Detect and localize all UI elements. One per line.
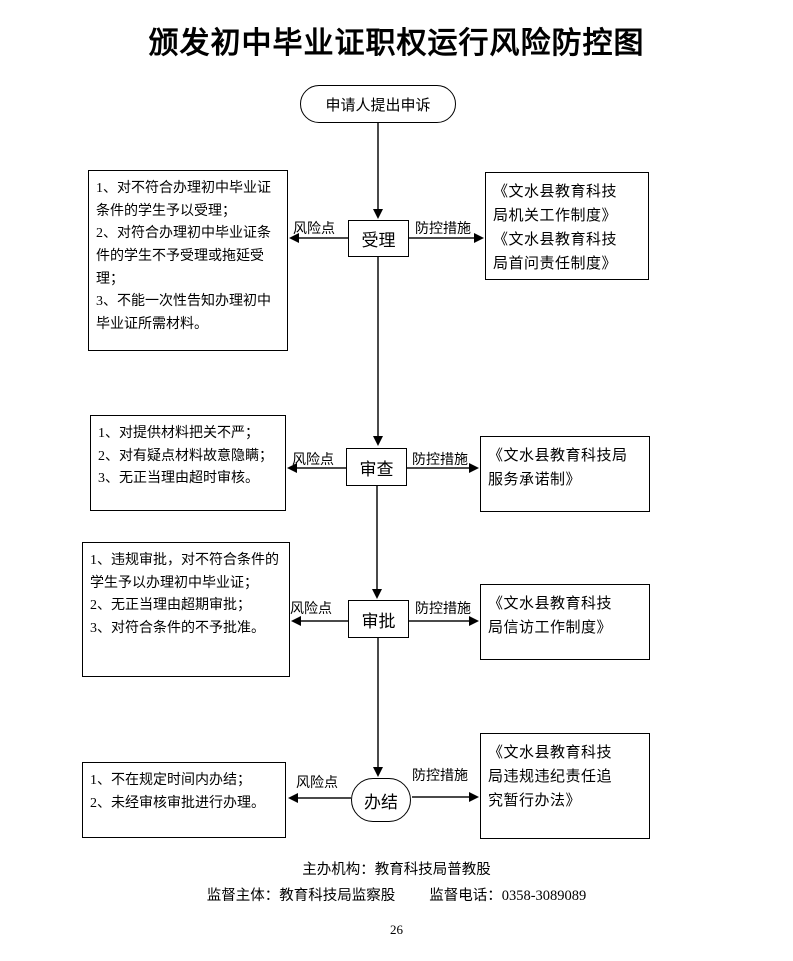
arrow-stem — [412, 796, 469, 798]
step-3-risk-box: 1、违规审批，对不符合条件的学生予以办理初中毕业证； 2、无正当理由超期审批； … — [82, 542, 290, 677]
arrowhead-down-icon — [372, 589, 382, 599]
step-4-measure-box: 《文水县教育科技 局违规违纪责任追 究暂行办法》 — [480, 733, 650, 839]
step-1-control-label: 防控措施 — [415, 222, 471, 237]
step-2-node: 审查 — [346, 448, 407, 486]
step-4-node: 办结 — [351, 778, 411, 822]
arrowhead-down-icon — [373, 436, 383, 446]
step-2-measure-box: 《文水县教育科技局 服务承诺制》 — [480, 436, 650, 512]
step-3-control-label: 防控措施 — [415, 602, 471, 617]
arrow-stem — [409, 237, 474, 239]
arrow-stem — [298, 237, 348, 239]
step-3-node: 审批 — [348, 600, 409, 638]
arrow-stem — [376, 486, 378, 590]
flow-start-node: 申请人提出申诉 — [300, 85, 456, 123]
arrowhead-down-icon — [373, 767, 383, 777]
arrowhead-right-icon — [469, 463, 479, 473]
arrow-stem — [409, 620, 469, 622]
arrowhead-left-icon — [289, 233, 299, 243]
arrowhead-left-icon — [287, 463, 297, 473]
step-4-control-label: 防控措施 — [412, 769, 468, 784]
arrow-stem — [377, 638, 379, 768]
step-1-measure-box: 《文水县教育科技 局机关工作制度》 《文水县教育科技 局首问责任制度》 — [485, 172, 649, 280]
arrow-stem — [377, 257, 379, 437]
step-1-node: 受理 — [348, 220, 409, 257]
arrowhead-right-icon — [469, 616, 479, 626]
step-2-risk-label: 风险点 — [292, 453, 334, 468]
step-4-risk-label: 风险点 — [296, 776, 338, 791]
step-1-risk-label: 风险点 — [293, 222, 335, 237]
footer-organizer: 主办机构：教育科技局普教股 — [302, 862, 491, 878]
arrow-stem — [300, 620, 348, 622]
arrowhead-left-icon — [288, 793, 298, 803]
step-4-risk-box: 1、不在规定时间内办结； 2、未经审核审批进行办理。 — [82, 762, 286, 838]
footer-supervision-row: 监督主体：教育科技局监察股 监督电话：0358-3089089 — [0, 884, 793, 905]
arrowhead-left-icon — [291, 616, 301, 626]
arrowhead-down-icon — [373, 209, 383, 219]
arrowhead-right-icon — [474, 233, 484, 243]
step-2-control-label: 防控措施 — [412, 453, 468, 468]
arrow-stem — [296, 467, 346, 469]
step-3-risk-label: 风险点 — [290, 602, 332, 617]
arrowhead-right-icon — [469, 792, 479, 802]
step-3-measure-box: 《文水县教育科技 局信访工作制度》 — [480, 584, 650, 660]
arrow-stem — [407, 467, 469, 469]
arrow-stem — [377, 123, 379, 210]
page-number: 26 — [390, 922, 403, 937]
footer-phone: 监督电话：0358-3089089 — [429, 888, 587, 904]
step-1-risk-box: 1、对不符合办理初中毕业证条件的学生予以受理； 2、对符合办理初中毕业证条件的学… — [88, 170, 288, 351]
page-title: 颁发初中毕业证职权运行风险防控图 — [148, 27, 645, 60]
step-2-risk-box: 1、对提供材料把关不严； 2、对有疑点材料故意隐瞒；3、无正当理由超时审核。 — [90, 415, 286, 511]
footer-supervisor: 监督主体：教育科技局监察股 — [206, 888, 396, 904]
arrow-stem — [297, 797, 351, 799]
